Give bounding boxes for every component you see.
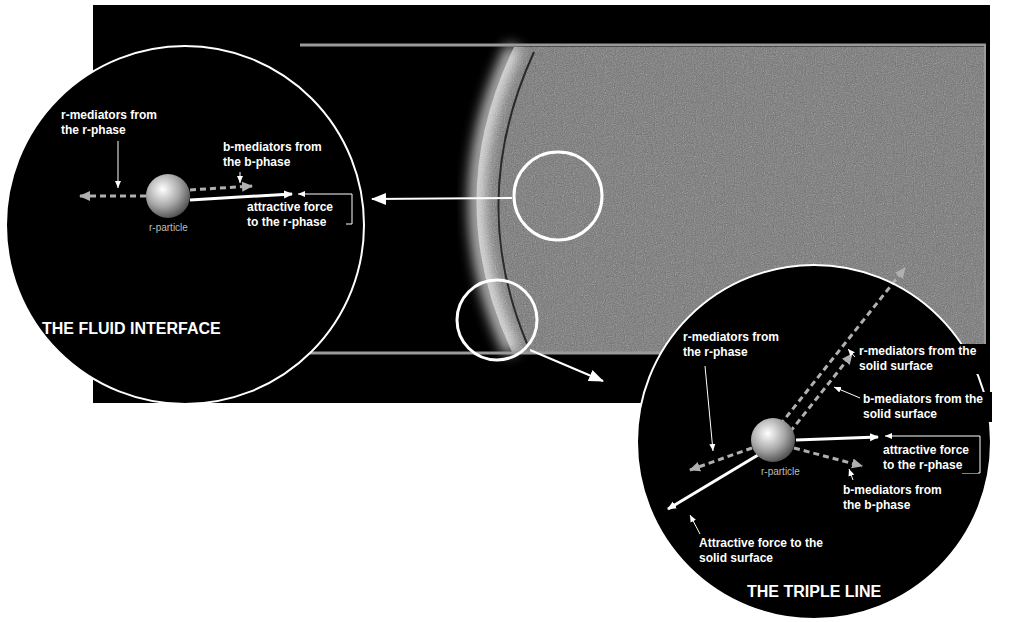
lens-ground [637, 265, 991, 619]
zoom-arrow [530, 350, 603, 381]
particle-label: r-particle [760, 466, 822, 478]
channel-wall [300, 44, 986, 47]
interface-glow [476, 47, 514, 352]
lens-title: THE TRIPLE LINE [747, 582, 881, 601]
channel-end [984, 45, 986, 353]
annotation: attractive force to the r-phase [246, 200, 346, 230]
zoom-circle [514, 152, 602, 240]
zoom-arrow [372, 198, 512, 199]
annotation: Attractive force to the solid surface [698, 536, 825, 566]
annotation: r-mediators from the r-phase [60, 108, 174, 138]
lens-ground [6, 46, 364, 404]
annotation: r-mediators from the solid surface [858, 344, 990, 374]
annotation: b-mediators from the b-phase [222, 140, 336, 170]
lens-title: THE FLUID INTERFACE [42, 319, 221, 338]
lens-circle: THE TRIPLE LINE [636, 264, 992, 620]
annotation: r-mediators from the r-phase [682, 330, 786, 360]
zoom-circle [457, 280, 537, 360]
annotation: b-mediators from the b-phase [842, 483, 956, 513]
annotation: attractive force to the r-phase [882, 443, 978, 473]
particle-label: r-particle [148, 222, 210, 234]
annotation: b-mediators from the solid surface [862, 392, 992, 422]
